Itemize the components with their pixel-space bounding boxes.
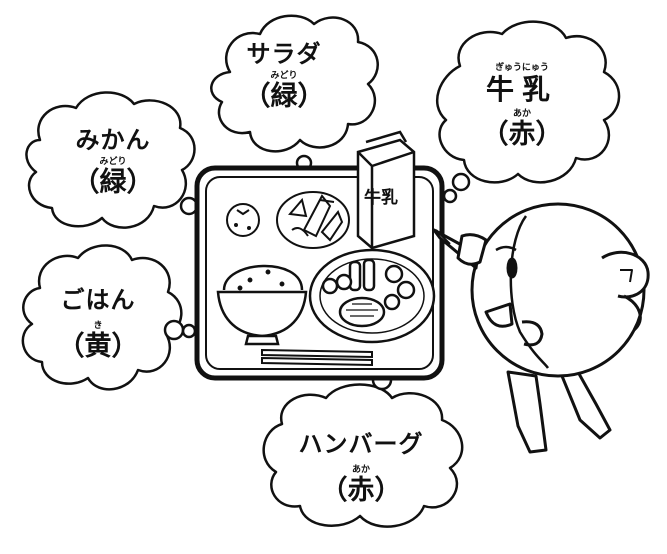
mikan-thought-bubble: [25, 91, 196, 229]
hamburg-group: （赤）: [320, 475, 402, 506]
salad-group: （緑）: [243, 81, 325, 112]
milk-bubble-dot-2: [442, 188, 458, 204]
hamburg-plate: [308, 248, 436, 344]
mikan-ruby: みどり: [99, 157, 127, 167]
milk-group: （赤）: [481, 119, 563, 150]
salad-label: サラダ: [246, 40, 322, 68]
child-character: [432, 202, 650, 454]
milk-thought-bubble: [435, 20, 621, 184]
milk-label: 牛乳: [485, 73, 558, 106]
mikan-food: [226, 203, 260, 237]
salad-bubble-text: サラダ みどり （緑）: [224, 42, 344, 110]
gohan-ruby: き: [93, 321, 103, 331]
milk-carton: [356, 130, 416, 250]
gohan-bubble-dot-1: [163, 319, 185, 341]
mikan-bubble-text: みかん みどり （緑）: [43, 128, 183, 196]
gohan-label: ごはん: [60, 286, 136, 314]
hamburg-label: ハンバーグ: [298, 430, 424, 458]
hamburg-thought-bubble: [262, 383, 464, 528]
milk-ruby: ぎゅうにゅう: [495, 63, 549, 73]
rice-bowl: [216, 264, 308, 346]
milk-group-ruby: あか: [512, 109, 531, 119]
hamburg-bubble-text: ハンバーグ あか （赤）: [286, 432, 436, 504]
gohan-bubble-dot-2: [181, 323, 197, 339]
gohan-bubble-text: ごはん き （黄）: [38, 288, 158, 360]
gohan-thought-bubble: [21, 244, 183, 391]
chopsticks: [261, 348, 373, 367]
hamburg-ruby: あか: [351, 465, 370, 475]
salad-food: [276, 191, 350, 249]
salad-thought-bubble: [210, 14, 379, 153]
milk-bubble-text: ぎゅうにゅう 牛乳 あか （赤）: [462, 63, 582, 150]
mikan-group: （緑）: [72, 167, 154, 198]
salad-ruby: みどり: [270, 71, 298, 81]
mikan-label: みかん: [75, 126, 151, 154]
gohan-group: （黄）: [57, 331, 139, 362]
milk-bubble-dot-1: [451, 172, 471, 192]
milk-carton-label: 牛乳: [364, 188, 398, 208]
